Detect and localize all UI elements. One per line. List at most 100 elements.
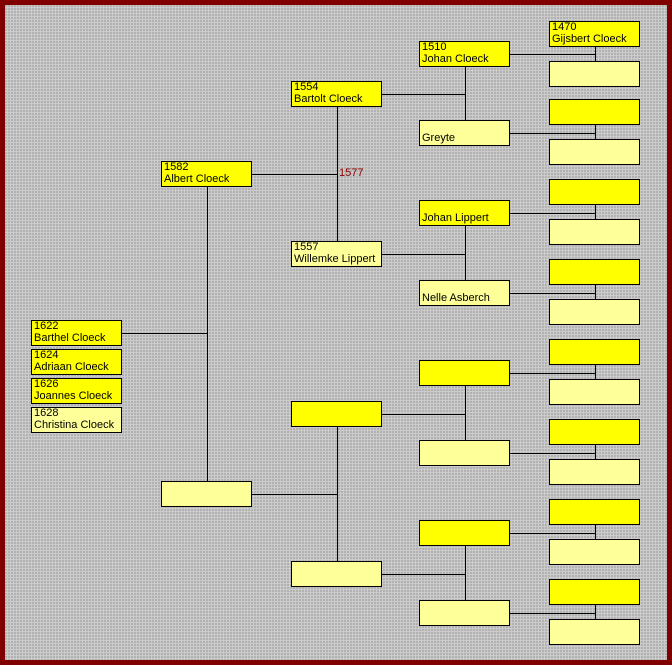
mother-box[interactable] bbox=[549, 459, 640, 485]
person-name bbox=[552, 552, 639, 564]
person-name bbox=[552, 472, 639, 484]
mother-box[interactable] bbox=[549, 379, 640, 405]
person-name bbox=[422, 533, 509, 545]
person-name: Albert Cloeck bbox=[164, 172, 230, 185]
connector-line bbox=[595, 285, 596, 299]
father-box[interactable] bbox=[419, 520, 510, 546]
connector-line bbox=[508, 133, 595, 134]
connector-line bbox=[465, 226, 466, 280]
mother-box[interactable] bbox=[549, 139, 640, 165]
father-box[interactable] bbox=[549, 179, 640, 205]
person-name bbox=[422, 373, 509, 385]
mother-box[interactable] bbox=[549, 299, 640, 325]
mother-box[interactable] bbox=[549, 61, 640, 87]
mother-box[interactable] bbox=[419, 600, 510, 626]
connector-line bbox=[508, 453, 595, 454]
mother-box[interactable] bbox=[549, 619, 640, 645]
person-year: 1557 bbox=[294, 241, 319, 253]
father-box[interactable] bbox=[419, 360, 510, 386]
father-box[interactable] bbox=[549, 259, 640, 285]
connector-line bbox=[380, 414, 465, 415]
connector-line bbox=[595, 445, 596, 459]
person-year: 1554 bbox=[294, 81, 319, 93]
father-box[interactable] bbox=[549, 499, 640, 525]
person-year: 1470 bbox=[552, 21, 577, 33]
mother-box[interactable] bbox=[549, 539, 640, 565]
mother-box[interactable] bbox=[419, 440, 510, 466]
father-box[interactable] bbox=[549, 99, 640, 125]
connector-line bbox=[595, 125, 596, 139]
person-name bbox=[552, 312, 639, 324]
person-year bbox=[552, 620, 639, 632]
person-name bbox=[552, 632, 639, 644]
person-year bbox=[552, 420, 639, 432]
connector-line bbox=[380, 254, 465, 255]
person-year: 1510 bbox=[422, 41, 447, 53]
father-box[interactable] bbox=[549, 339, 640, 365]
person-name bbox=[552, 392, 639, 404]
person-year bbox=[552, 100, 639, 112]
person-year bbox=[552, 62, 639, 74]
person-year bbox=[164, 482, 251, 494]
father-box[interactable]: Johan Lippert bbox=[419, 200, 510, 226]
mother-box[interactable] bbox=[291, 561, 382, 587]
person-name bbox=[164, 494, 251, 506]
mother-box[interactable]: Greyte bbox=[419, 120, 510, 146]
person-year bbox=[552, 580, 639, 592]
mother-box[interactable] bbox=[161, 481, 252, 507]
person-name bbox=[552, 352, 639, 364]
person-year bbox=[422, 281, 509, 293]
marriage-year-label: 1577 bbox=[339, 167, 364, 179]
person-name bbox=[552, 74, 639, 86]
connector-line bbox=[508, 373, 595, 374]
person-name: Johan Cloeck bbox=[422, 52, 489, 65]
person-name: Willemke Lippert bbox=[294, 252, 376, 265]
person-year bbox=[552, 500, 639, 512]
person-year bbox=[552, 300, 639, 312]
connector-line bbox=[465, 546, 466, 600]
person-year bbox=[422, 121, 509, 133]
connector-line bbox=[120, 333, 207, 334]
father-box[interactable] bbox=[549, 579, 640, 605]
person-year bbox=[552, 260, 639, 272]
person-name: Adriaan Cloeck bbox=[34, 360, 109, 373]
connector-line bbox=[595, 525, 596, 539]
connector-line bbox=[508, 213, 595, 214]
father-box[interactable] bbox=[549, 419, 640, 445]
person-year bbox=[552, 540, 639, 552]
mother-box[interactable]: Nelle Asberch bbox=[419, 280, 510, 306]
person-name bbox=[552, 592, 639, 604]
person-year bbox=[422, 521, 509, 533]
person-year bbox=[294, 402, 381, 414]
person-name bbox=[552, 192, 639, 204]
connector-line bbox=[508, 533, 595, 534]
person-year: 1582 bbox=[164, 161, 189, 173]
father-box[interactable] bbox=[291, 401, 382, 427]
connector-line bbox=[250, 494, 337, 495]
person-name: Johan Lippert bbox=[422, 211, 489, 224]
connector-line bbox=[337, 427, 338, 561]
connector-line bbox=[465, 67, 466, 120]
person-name bbox=[552, 272, 639, 284]
connector-line bbox=[508, 293, 595, 294]
person-name: Christina Cloeck bbox=[34, 418, 115, 431]
person-name: Joannes Cloeck bbox=[34, 389, 113, 402]
person-name: Nelle Asberch bbox=[422, 291, 490, 304]
person-name bbox=[294, 414, 381, 426]
person-name: Greyte bbox=[422, 131, 456, 144]
person-year: 1622 bbox=[34, 320, 59, 332]
person-year bbox=[552, 140, 639, 152]
person-year: 1628 bbox=[34, 407, 59, 419]
mother-box[interactable] bbox=[549, 219, 640, 245]
connector-line bbox=[337, 107, 338, 241]
connector-line bbox=[508, 54, 595, 55]
